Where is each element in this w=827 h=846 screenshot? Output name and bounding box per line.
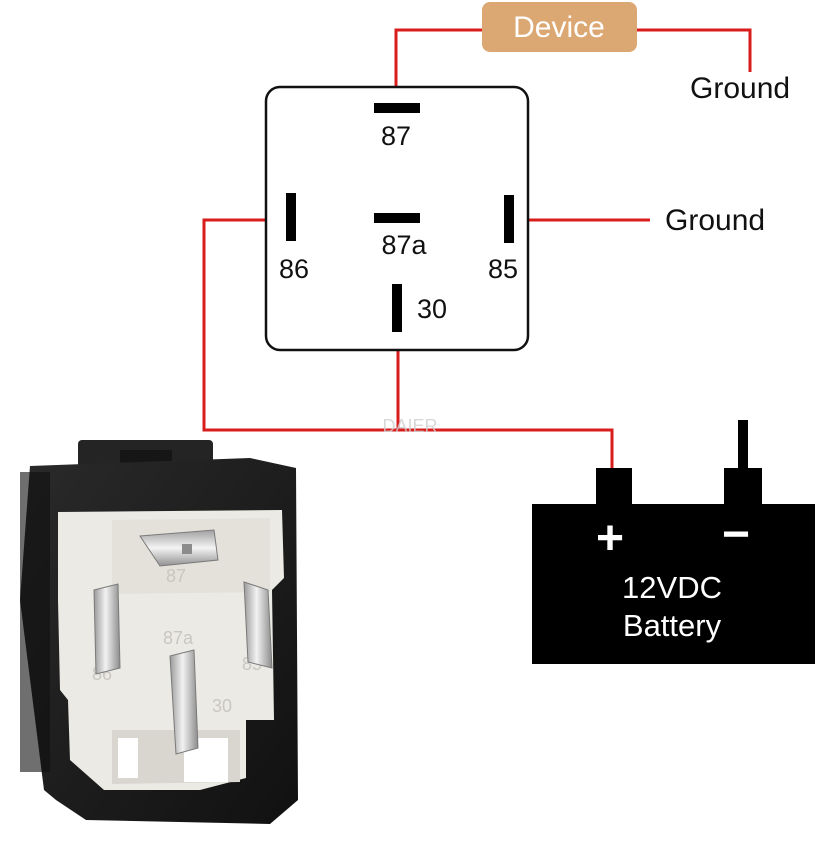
battery-minus-sign: − (722, 508, 750, 561)
pin-86-label: 86 (279, 254, 309, 284)
pin-87a-terminal (374, 213, 420, 223)
pin-85-terminal (504, 195, 514, 243)
wire-device-to-ground (636, 28, 752, 72)
battery-negative-terminal (724, 468, 762, 508)
pin-85-label: 85 (488, 254, 518, 284)
wire-87-to-device (394, 28, 484, 86)
wires (202, 28, 752, 470)
battery: + − 12VDC Battery (532, 420, 815, 664)
pin-30-terminal (392, 284, 402, 332)
battery-body (532, 504, 815, 664)
relay-terminal-87 (139, 529, 219, 567)
battery-label-voltage: 12VDC (622, 570, 722, 605)
ground-label-middle: Ground (665, 204, 765, 237)
device-label: Device (513, 11, 605, 44)
wire-86-to-battery (202, 218, 614, 470)
watermark: DAIER (382, 416, 437, 436)
pin-87-label: 87 (381, 121, 411, 151)
relay-photo: 87 87a 86 85 30 (20, 440, 298, 824)
battery-label-name: Battery (623, 608, 722, 643)
battery-negative-post (738, 420, 748, 470)
battery-plus-sign: + (596, 512, 624, 565)
pin-87a-label: 87a (381, 230, 427, 260)
battery-positive-terminal (596, 468, 632, 508)
relay-schematic: 87 87a 86 85 30 (264, 85, 530, 352)
relay-terminal-30 (169, 649, 199, 755)
relay-terminal-86 (93, 583, 121, 675)
pin-30-label: 30 (417, 294, 447, 324)
relay-terminal-85 (243, 581, 273, 669)
pin-87-terminal (374, 103, 420, 113)
ground-label-top: Ground (690, 72, 790, 105)
relay-photo-label-87: 87 (166, 566, 186, 586)
pin-86-terminal (286, 193, 296, 241)
relay-photo-label-30: 30 (212, 696, 232, 716)
device-box: Device (482, 2, 637, 52)
relay-photo-label-87a: 87a (163, 628, 194, 648)
